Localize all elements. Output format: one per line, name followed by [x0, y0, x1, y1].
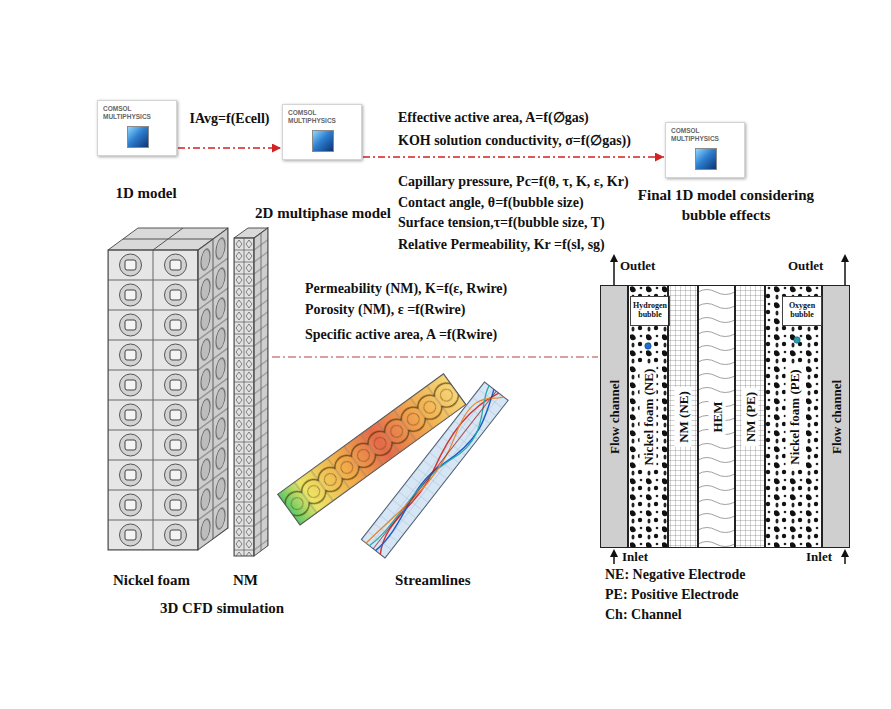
equation-text: Effective active area, A=f(∅gas) — [398, 110, 589, 127]
equation-text: KOH solution conductivity, σ=f(∅gas)) — [398, 133, 631, 150]
figure-caption: Nickel foam — [113, 571, 190, 589]
electrode-band: Nickel foam (NE) Hydrogen bubble — [628, 285, 668, 548]
logo-icon — [312, 130, 334, 152]
figure-caption: 3D CFD simulation — [160, 599, 284, 617]
abbreviation-note: NE: Negative Electrode — [605, 567, 745, 584]
figure-caption: Streamlines — [395, 571, 471, 589]
nickel-foam-stack — [108, 228, 228, 550]
flow-arrows — [610, 254, 849, 564]
logo-icon — [695, 148, 717, 170]
leader-line — [272, 357, 598, 358]
layer-name: Nickel foam (NE) — [640, 364, 657, 469]
layer-name: NM (PE) — [742, 387, 759, 445]
equation-text: Porosity (NM), ε =f(Rwire) — [305, 302, 465, 319]
port-label: Inlet — [806, 549, 832, 565]
membrane-band: HEM — [698, 285, 735, 548]
software-logo: COMSOL MULTIPHYSICS1D model — [97, 100, 177, 156]
equation-text: Contact angle, θ=f(bubble size) — [398, 195, 584, 212]
electrode-band: Nickel foam (PE) Oxygen bubble — [765, 285, 822, 548]
port-label: Outlet — [788, 258, 823, 274]
edge-label: IAvg=f(Ecell) — [187, 111, 271, 128]
bubble-label: Oxygen bubble — [783, 297, 821, 319]
nm-column — [234, 228, 268, 556]
equation-text: Specific active area, A =f(Rwire) — [305, 327, 497, 344]
flow-channel-band: Flow channel — [822, 285, 850, 548]
dash-dot-arrow — [363, 156, 664, 157]
logo-wordmark: COMSOL MULTIPHYSICS — [103, 105, 165, 121]
layer-name: Flow channel — [828, 375, 845, 457]
layer-name: Flow channel — [606, 375, 623, 457]
layer-name: Nickel foam (PE) — [785, 365, 802, 468]
streamline-bar — [361, 382, 508, 558]
equation-text: Capillary pressure, Pc=f(θ, τ, K, ε, Kr) — [398, 174, 629, 191]
equation-text: Permeability (NM), K=f(ε, Rwire) — [305, 281, 507, 298]
abbreviation-note: PE: Positive Electrode — [605, 587, 739, 604]
layer-name: HEM — [708, 397, 725, 436]
mesh-band: NM (PE) — [735, 285, 765, 548]
logo-wordmark: COMSOL MULTIPHYSICS — [288, 109, 350, 125]
abbreviation-note: Ch: Channel — [605, 607, 682, 624]
model-caption: 2D multiphase model — [242, 203, 404, 223]
bubble-tag: Oxygen bubble — [782, 296, 822, 326]
layer-name: NM (NE) — [675, 387, 692, 447]
port-label: Outlet — [620, 258, 655, 274]
software-logo: COMSOL MULTIPHYSICS2D multiphase model — [282, 104, 362, 160]
cell-schematic — [600, 285, 850, 548]
flow-channel-band: Flow channel — [600, 285, 628, 548]
equation-text: Relative Permeability, Kr =f(sl, sg) — [398, 237, 605, 254]
mesh-band: NM (NE) — [668, 285, 698, 548]
bubble-label: Hydrogen bubble — [631, 297, 669, 319]
model-caption: 1D model — [96, 183, 196, 203]
logo-wordmark: COMSOL MULTIPHYSICS — [671, 127, 733, 143]
port-label: Inlet — [622, 549, 648, 565]
dash-dot-arrow — [178, 147, 281, 148]
model-caption: Final 1D model considering bubble effect… — [626, 185, 826, 225]
equation-text: Surface tension,τ=f(bubble size, T) — [398, 215, 605, 232]
software-logo: COMSOL MULTIPHYSICSFinal 1D model consid… — [665, 122, 745, 178]
logo-icon — [127, 126, 149, 148]
figure-caption: NM — [233, 571, 258, 589]
bubble-tag: Hydrogen bubble — [630, 296, 670, 326]
